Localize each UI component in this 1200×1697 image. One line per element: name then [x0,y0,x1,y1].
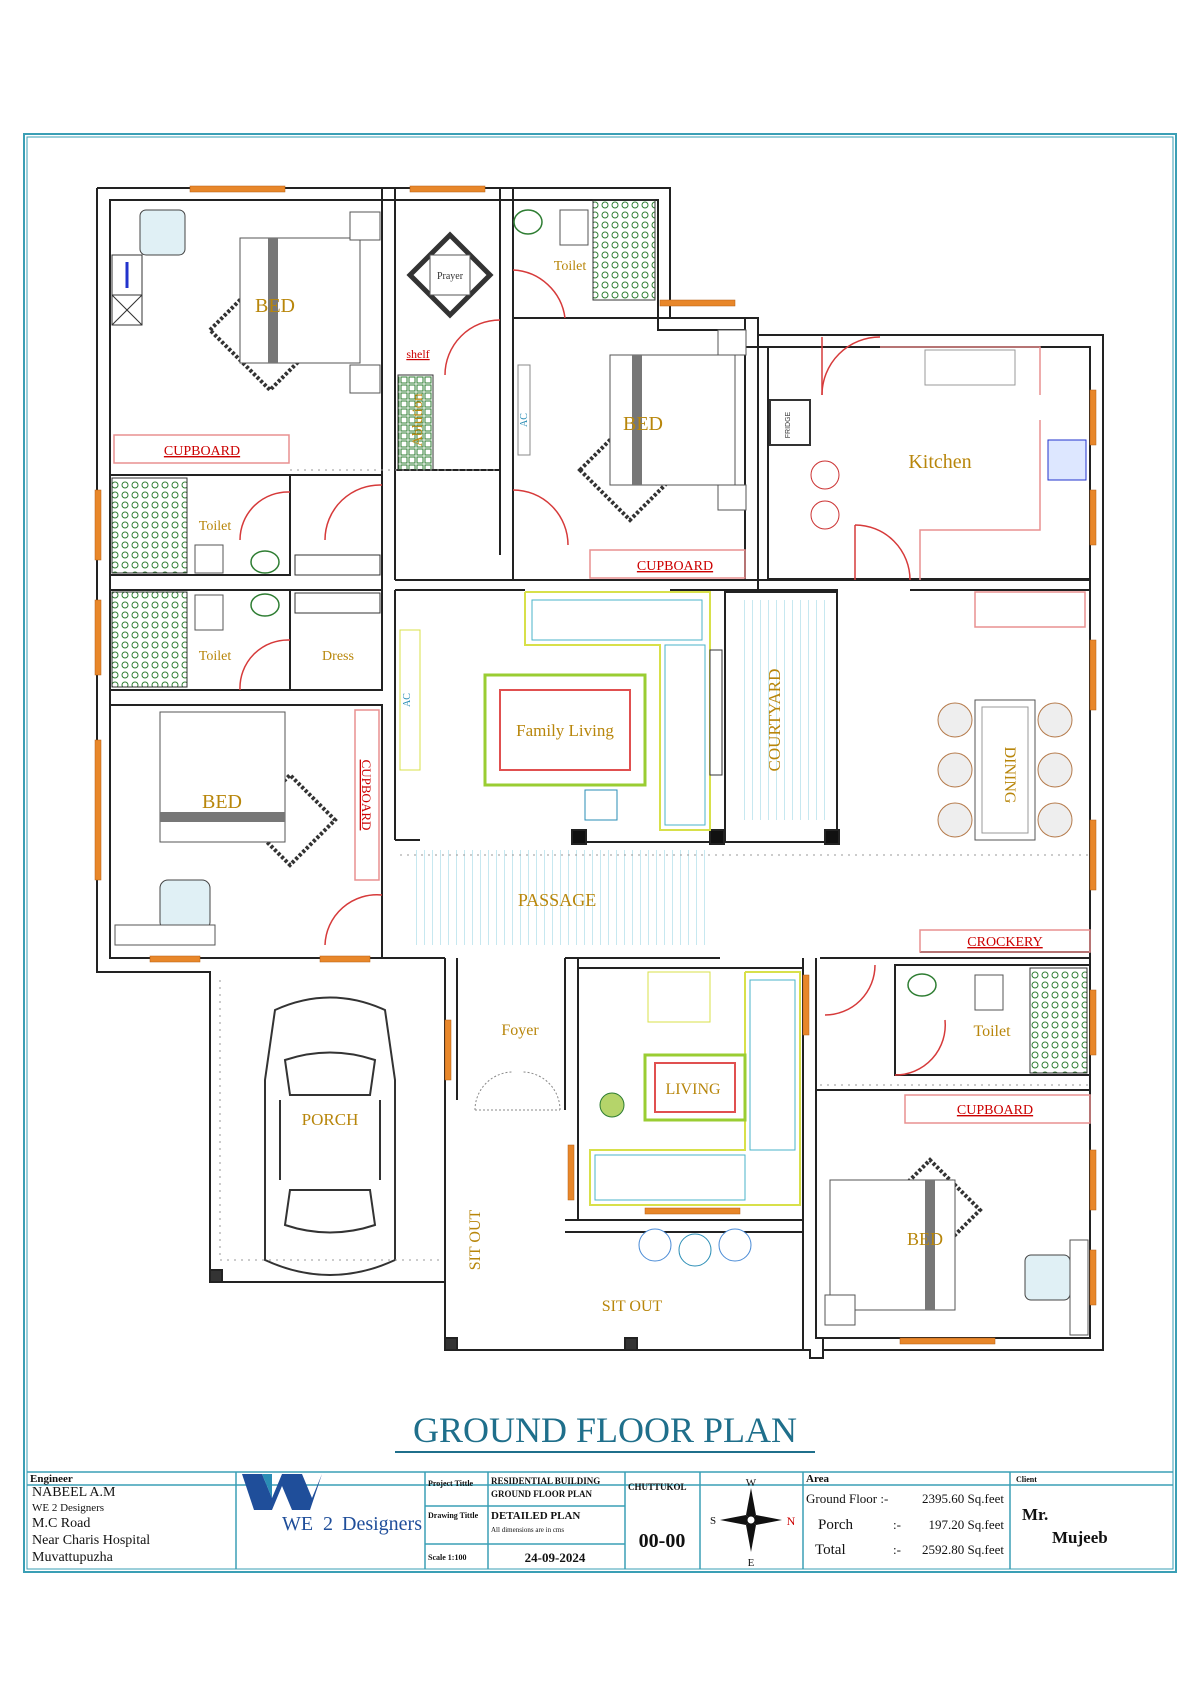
label-sitout-vertical: SIT OUT [467,1209,484,1270]
sheet-border-inner [26,136,1174,1570]
wet-areas [111,199,1088,1074]
label-fridge: FRIDGE [785,411,792,438]
label-ac-2: AC [402,693,413,707]
label-cupboard-top-mid: CUPBOARD [637,559,713,574]
scale-label: Scale 1:100 [428,1553,466,1562]
address-line-3: Muvattupuzha [32,1550,114,1565]
logo-text-designers: Designers [342,1513,422,1535]
label-ac-1: AC [519,413,530,427]
kitchen-fixtures [769,349,1087,530]
compass-s: S [710,1515,716,1527]
project-title-line-1: RESIDENTIAL BUILDING [491,1476,600,1486]
sheet-border-outer [23,133,1177,1573]
engineer-firm: WE 2 Designers [32,1502,104,1514]
label-ablution: Ablution [410,393,426,447]
label-shelf: shelf [406,347,429,361]
project-title-label: Project Tittle [428,1479,474,1488]
engineer-name: NABEEL A.M [32,1485,116,1500]
dotted-guides [219,469,1090,1261]
client-label: Client [1016,1475,1037,1484]
label-cupboard-se: CUPBOARD [957,1103,1033,1118]
label-dress: Dress [322,649,354,664]
label-toilet-nw: Toilet [199,519,232,534]
drawing-date: 24-09-2024 [525,1550,586,1565]
label-passage: PASSAGE [518,890,596,910]
plan-title: GROUND FLOOR PLAN [413,1410,797,1450]
sheet-number: 00-00 [639,1530,686,1552]
bed-top-mid-furniture [517,329,747,523]
label-cupboard-w: CUPBOARD [359,760,374,831]
label-bed-nw: BED [255,295,295,317]
logo-text-2: 2 [323,1513,333,1535]
address-line-1: M.C Road [32,1516,90,1531]
sanitary-fixtures [250,209,937,997]
compass-w: W [746,1477,757,1489]
title-block-grid [27,1471,1173,1569]
drawing-note: All dimensions are in cms [491,1526,564,1534]
area-total-name: Total [815,1542,846,1558]
location: CHUTTUKOL [628,1482,687,1492]
area-porch-sep: :- [893,1517,901,1532]
compass-n: N [787,1514,796,1528]
windows [94,185,1097,1345]
sitout-furniture [638,1228,752,1267]
bed-nw-furniture [111,209,381,394]
drawing-title: DETAILED PLAN [491,1510,580,1522]
engineer-label: Engineer [30,1473,73,1485]
car [264,996,396,1276]
cupboards [113,346,1091,1124]
label-crockery: CROCKERY [967,935,1042,950]
bed-se-furniture [824,1157,1089,1336]
living-furniture [589,971,801,1206]
project-title-line-2: GROUND FLOOR PLAN [491,1489,593,1499]
label-bed-se: BED [907,1229,943,1249]
label-kitchen: Kitchen [908,451,971,473]
label-toilet-top: Toilet [554,259,587,274]
label-toilet-se: Toilet [973,1023,1011,1040]
wc-units [194,209,1004,1011]
foyer-door [474,1071,561,1111]
family-living-furniture [399,591,723,831]
address-line-2: Near Charis Hospital [32,1533,150,1548]
label-living: LIVING [665,1081,721,1098]
area-porch-value: 197.20 Sq.feet [929,1517,1005,1532]
label-foyer: Foyer [501,1022,539,1039]
label-dining: DINING [1001,747,1018,804]
doors [239,269,946,1076]
compass-e: E [748,1557,755,1569]
label-bed-w: BED [202,791,242,813]
label-cupboard-nw: CUPBOARD [164,444,240,459]
label-prayer: Prayer [437,271,464,282]
client-name-line-2: Mujeeb [1052,1528,1108,1547]
firm-logo [242,1474,322,1510]
label-porch: PORCH [302,1110,359,1129]
area-ground-floor-value: 2395.60 Sq.feet [922,1491,1004,1506]
area-total-sep: :- [893,1542,901,1557]
logo-text-we: WE [282,1513,313,1535]
label-courtyard: COURTYARD [765,669,784,772]
dining-furniture [937,699,1073,841]
bed-w-furniture [114,711,338,946]
compass-icon [720,1488,782,1552]
area-ground-floor-name: Ground Floor :- [806,1491,888,1506]
area-label: Area [806,1473,830,1485]
area-total-value: 2592.80 Sq.feet [922,1542,1004,1557]
prayer-mat [406,231,494,319]
racks [294,554,381,614]
client-name-line-1: Mr. [1022,1505,1048,1524]
drawing-title-label: Drawing Tittle [428,1511,479,1520]
label-sitout-horizontal: SIT OUT [602,1298,663,1315]
label-bed-top-mid: BED [623,413,663,435]
area-porch-name: Porch [818,1517,853,1533]
label-toilet-w2: Toilet [199,649,232,664]
label-family-living: Family Living [516,721,614,740]
